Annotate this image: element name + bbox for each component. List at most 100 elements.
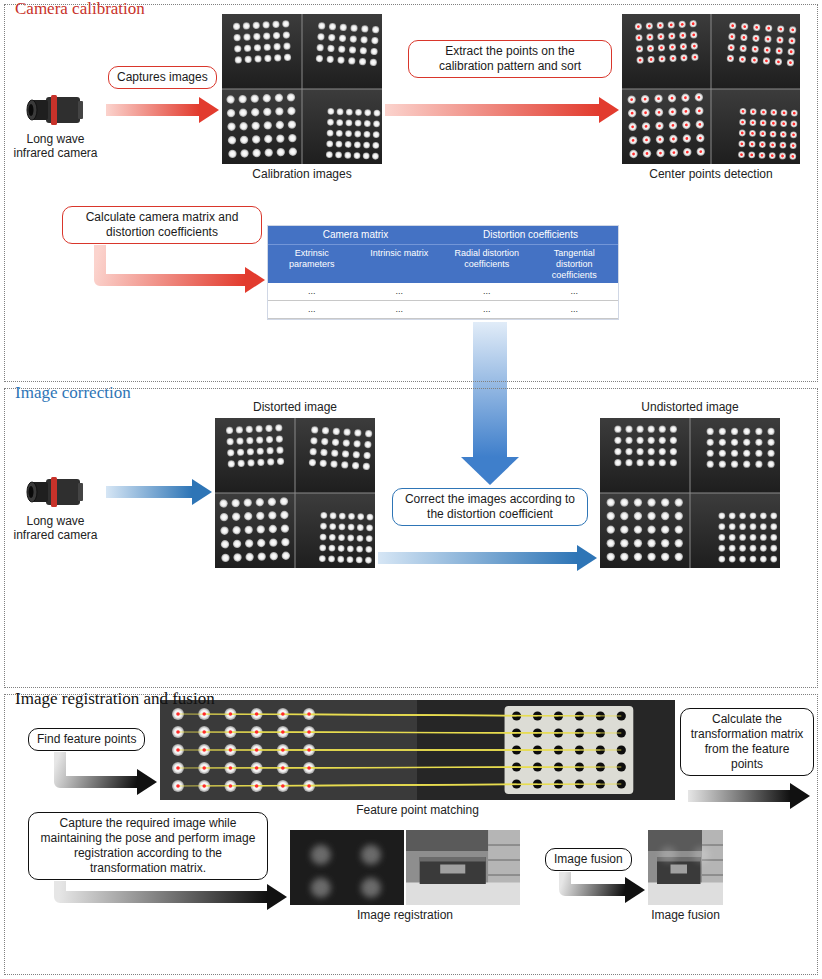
image-tile	[600, 494, 690, 569]
calibration-dot	[625, 437, 632, 444]
calibration-dot	[642, 136, 651, 145]
calibration-dot	[337, 556, 344, 563]
image-caption: Center points detection	[622, 164, 800, 181]
calibration-dot	[731, 461, 738, 468]
detected-center	[176, 712, 180, 716]
image-tile	[303, 90, 383, 165]
calibration-dot	[345, 119, 352, 126]
detected-center	[229, 730, 233, 734]
step-label: Captures images	[108, 66, 217, 89]
calibration-dot	[789, 26, 797, 34]
step-label: Image fusion	[545, 848, 632, 871]
step-text: Correct the images according to the dist…	[401, 492, 579, 522]
calibration-dot	[244, 512, 253, 521]
calibration-dot	[683, 134, 692, 143]
detected-center	[693, 56, 696, 59]
image-tile	[296, 494, 376, 569]
detected-center	[778, 39, 781, 42]
image-frame	[222, 14, 382, 164]
calibration-dot	[763, 57, 771, 65]
detected-center	[771, 154, 774, 157]
calibration-dot	[276, 148, 285, 157]
calibration-dot	[776, 36, 784, 44]
calibration-dot	[691, 53, 699, 61]
detected-center	[742, 36, 745, 39]
calibration-dot	[755, 461, 762, 468]
scene-floor	[648, 883, 723, 906]
calibration-dot	[791, 110, 798, 117]
calibration-dot	[607, 539, 615, 547]
calibration-dot	[238, 95, 247, 104]
calibration-dot	[739, 524, 746, 531]
step-text: Image fusion	[554, 852, 623, 867]
infrared-camera: Long wave infrared camera	[8, 88, 103, 161]
calibration-dot	[620, 553, 628, 561]
scene-box	[420, 857, 486, 884]
detected-center	[755, 26, 758, 29]
table-cell: ...	[356, 301, 444, 319]
calibration-dot	[244, 44, 252, 52]
calibration-dot	[695, 93, 704, 102]
match-line	[309, 767, 621, 768]
calibration-dot	[770, 109, 777, 116]
calibration-dot	[339, 24, 347, 32]
calibration-dot	[288, 134, 297, 143]
calibration-dot	[326, 140, 333, 147]
camera-part	[78, 483, 83, 501]
calibration-dot	[322, 427, 330, 435]
step-label: Calculate the transformation matrix from…	[680, 708, 814, 776]
calibration-dot	[236, 438, 244, 446]
calibration-dot	[741, 23, 749, 31]
step-label: Capture the required image while maintai…	[28, 812, 268, 880]
detected-center	[176, 748, 180, 752]
calibration-dot	[670, 426, 677, 433]
calibration-dot	[656, 135, 665, 144]
detected-center	[645, 138, 648, 141]
calibration-dot	[738, 151, 745, 158]
calibration-dot	[355, 109, 362, 116]
detected-center	[229, 784, 233, 788]
calibration-dot	[338, 524, 345, 531]
detected-center	[742, 110, 745, 113]
detected-center	[255, 766, 259, 770]
detected-center	[202, 766, 206, 770]
infrared-view	[290, 830, 404, 905]
calibration-dot	[627, 95, 636, 104]
calibration-dot	[327, 119, 334, 126]
calibration-dot	[669, 55, 677, 63]
calibration-dot	[634, 526, 642, 534]
image-detail	[226, 93, 297, 158]
flow-arrow	[473, 322, 507, 457]
calibration-dot	[738, 140, 745, 147]
calibration-dot	[354, 130, 361, 137]
calibration-dot	[657, 33, 665, 41]
detected-center	[772, 133, 775, 136]
calibration-dot	[253, 33, 261, 41]
calibration-dot	[252, 22, 260, 30]
calibration-dot	[252, 135, 261, 144]
calibration-dot	[220, 513, 229, 522]
step-label: Find feature points	[28, 728, 145, 751]
detected-center	[281, 730, 285, 734]
step-text: Captures images	[117, 70, 208, 85]
undistorted-image: Undistorted image	[600, 400, 780, 568]
calibration-dot	[729, 556, 736, 563]
calibration-dot	[370, 48, 378, 56]
calibration-dot	[767, 428, 774, 435]
calibration-dot	[346, 109, 353, 116]
detected-center	[778, 49, 781, 52]
image-frame	[622, 14, 800, 164]
table-header: Intrinsic matrix	[356, 245, 444, 283]
detected-center	[682, 45, 685, 48]
calibration-dot	[767, 461, 774, 468]
calibration-dot	[239, 122, 248, 131]
calibration-dot	[634, 553, 642, 561]
calibration-dot	[233, 540, 242, 549]
calibration-dot	[240, 136, 249, 145]
detected-center	[281, 784, 285, 788]
calibration-section: Camera calibrationLong wave infrared cam…	[4, 4, 818, 382]
calibration-dot	[275, 93, 284, 102]
step-text: Extract the points on the calibration pa…	[417, 44, 603, 74]
calibration-dot	[646, 33, 654, 41]
flow-arrow	[106, 486, 192, 498]
